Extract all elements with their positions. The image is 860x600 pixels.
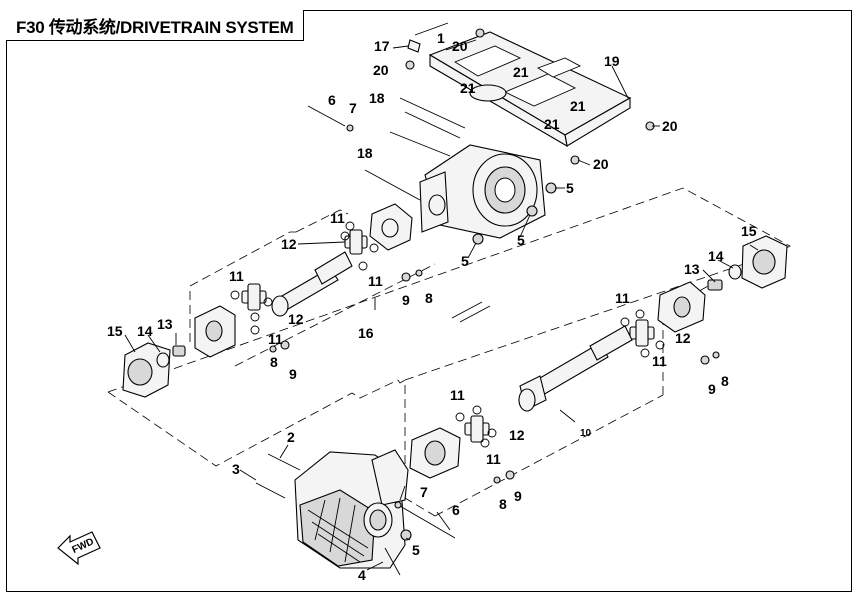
callout-20-d: 20	[593, 156, 609, 172]
callout-15-b: 15	[741, 223, 757, 239]
callout-5-c: 5	[461, 253, 469, 269]
skid-plate-frame	[428, 31, 632, 148]
front-propeller-shaft	[518, 325, 633, 412]
rear-propeller-shaft	[271, 251, 353, 317]
callout-21-b: 21	[460, 80, 476, 96]
callout-4: 4	[358, 567, 366, 583]
callout-12-b: 12	[288, 311, 304, 327]
upper-yoke	[369, 203, 413, 251]
callout-8-d: 8	[499, 496, 507, 512]
callout-9-b: 9	[289, 366, 297, 382]
callout-7-a: 7	[349, 100, 357, 116]
callout-17: 17	[374, 38, 390, 54]
fwd-arrow-icon: FWD	[57, 531, 101, 566]
callout-11-a: 11	[330, 210, 345, 226]
callout-8-a: 8	[425, 290, 433, 306]
right-flange	[657, 281, 706, 333]
callout-15-a: 15	[107, 323, 123, 339]
callout-5-b: 5	[517, 232, 525, 248]
callout-13-b: 13	[684, 261, 700, 277]
lower-u-joint	[455, 405, 497, 448]
callout-20-a: 20	[452, 38, 468, 54]
callout-21-a: 21	[513, 64, 529, 80]
callout-10: 10	[580, 428, 592, 439]
rear-gearcase	[419, 144, 557, 245]
callout-11-g: 11	[450, 387, 465, 403]
callout-11-h: 11	[486, 451, 501, 467]
callout-13-a: 13	[157, 316, 173, 332]
callout-14-b: 14	[708, 248, 724, 264]
callout-14-a: 14	[137, 323, 153, 339]
right-output-flange	[707, 235, 788, 291]
callout-6-a: 6	[328, 92, 336, 108]
callout-1: 1	[437, 30, 445, 46]
callout-9-c: 9	[708, 381, 716, 397]
callout-16: 16	[358, 325, 374, 341]
callout-21-c: 21	[570, 98, 586, 114]
callout-18-a: 18	[369, 90, 385, 106]
callout-5-d: 5	[412, 542, 420, 558]
callout-21-d: 21	[544, 116, 560, 132]
lower-flange	[409, 427, 461, 479]
callout-12-a: 12	[281, 236, 297, 252]
callout-3: 3	[232, 461, 240, 477]
callout-20-b: 20	[373, 62, 389, 78]
left-flange	[194, 305, 236, 358]
callout-11-e: 11	[615, 290, 630, 306]
diagram-frame	[6, 10, 852, 592]
callout-19: 19	[604, 53, 620, 69]
callout-20-c: 20	[662, 118, 678, 134]
callout-7-b: 7	[420, 484, 428, 500]
callout-11-b: 11	[368, 273, 383, 289]
front-differential	[294, 449, 412, 569]
callouts: 1 17 20 21 19 20 21 21 18 6 7 21 20 20 1…	[107, 30, 757, 583]
callout-8-b: 8	[270, 354, 278, 370]
callout-12-c: 12	[675, 330, 691, 346]
callout-9-a: 9	[402, 292, 410, 308]
callout-8-c: 8	[721, 373, 729, 389]
left-output-flange	[122, 342, 186, 398]
callout-12-d: 12	[509, 427, 525, 443]
fasteners	[255, 22, 720, 576]
callout-6-b: 6	[452, 502, 460, 518]
callout-5-a: 5	[566, 180, 574, 196]
page-title: F30 传动系统/DRIVETRAIN SYSTEM	[6, 10, 305, 41]
callout-11-f: 11	[652, 353, 667, 369]
upper-u-joint	[340, 221, 379, 271]
callout-2: 2	[287, 429, 295, 445]
callout-9-d: 9	[514, 488, 522, 504]
callout-11-d: 11	[268, 331, 283, 347]
leader-lines	[124, 39, 759, 571]
right-u-joint	[620, 309, 665, 358]
callout-18-b: 18	[357, 145, 373, 161]
callout-11-c: 11	[229, 268, 244, 284]
left-u-joint	[230, 283, 273, 335]
